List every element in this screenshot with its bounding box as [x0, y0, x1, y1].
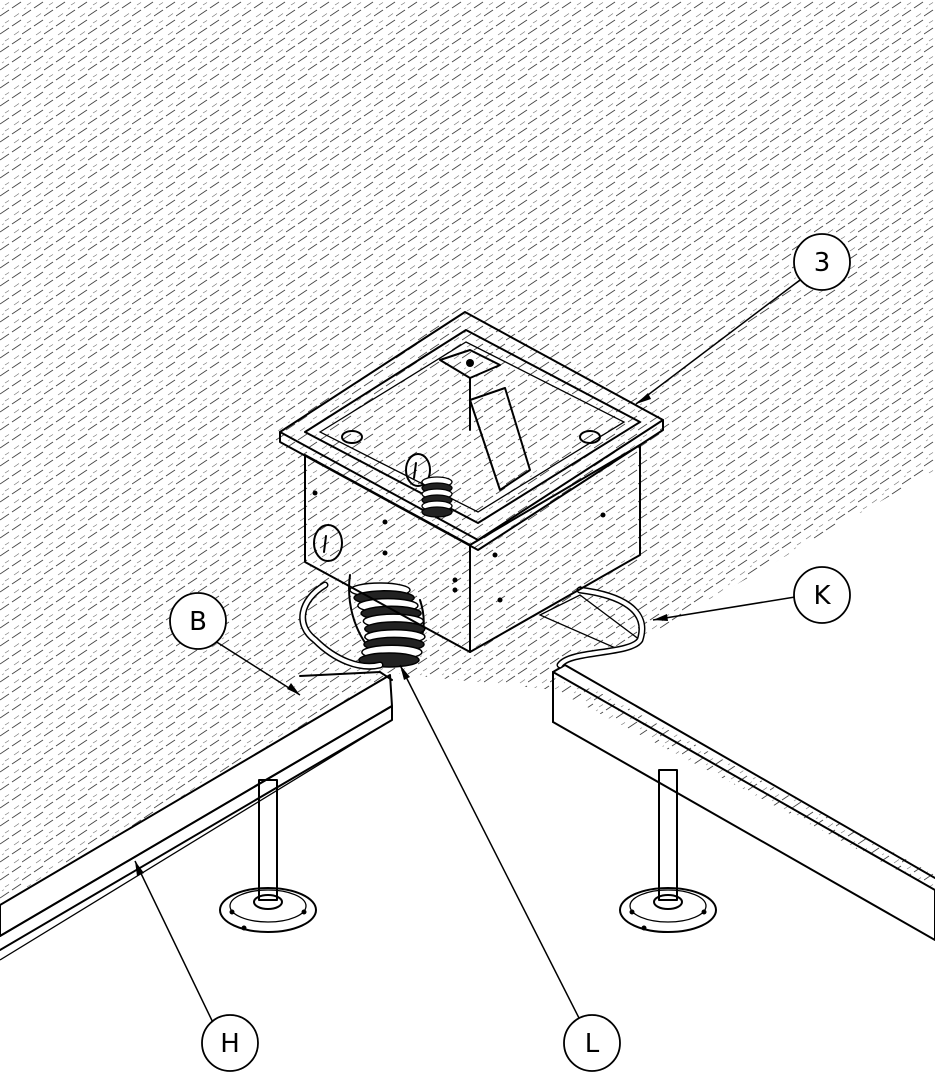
callout-3: 3 [793, 233, 851, 291]
interior-bracket [469, 387, 531, 491]
callout-K-label: K [813, 581, 831, 611]
floor-box-right-wall [469, 444, 641, 653]
cable-loop-left [299, 581, 384, 670]
callout-3-label: 3 [814, 248, 831, 278]
callout-L-label: L [585, 1029, 600, 1059]
callout-K: K [793, 566, 851, 624]
floor-box-opening [304, 329, 641, 524]
leader-K [652, 596, 796, 621]
floor-surface [0, 0, 935, 905]
leader-lines [134, 279, 801, 1034]
callout-L: L [563, 1014, 621, 1072]
callout-B-label: B [189, 607, 207, 637]
side-knockout [313, 524, 343, 562]
interior-conduit-coil [421, 476, 453, 518]
right-pedestal [619, 769, 717, 933]
callout-B: B [169, 592, 227, 650]
leader-L [399, 664, 581, 1021]
callout-H-label: H [220, 1029, 240, 1059]
leader-H [134, 860, 219, 1034]
leader-B [214, 640, 301, 696]
cable-loop-right [556, 586, 646, 669]
leader-3 [635, 279, 801, 405]
floor-box [279, 311, 664, 653]
callout-H: H [201, 1014, 259, 1072]
left-pedestal [219, 779, 317, 933]
coil-ring [421, 506, 453, 518]
left-floor-panel [0, 671, 393, 961]
left-floor-panel-top [0, 0, 935, 905]
